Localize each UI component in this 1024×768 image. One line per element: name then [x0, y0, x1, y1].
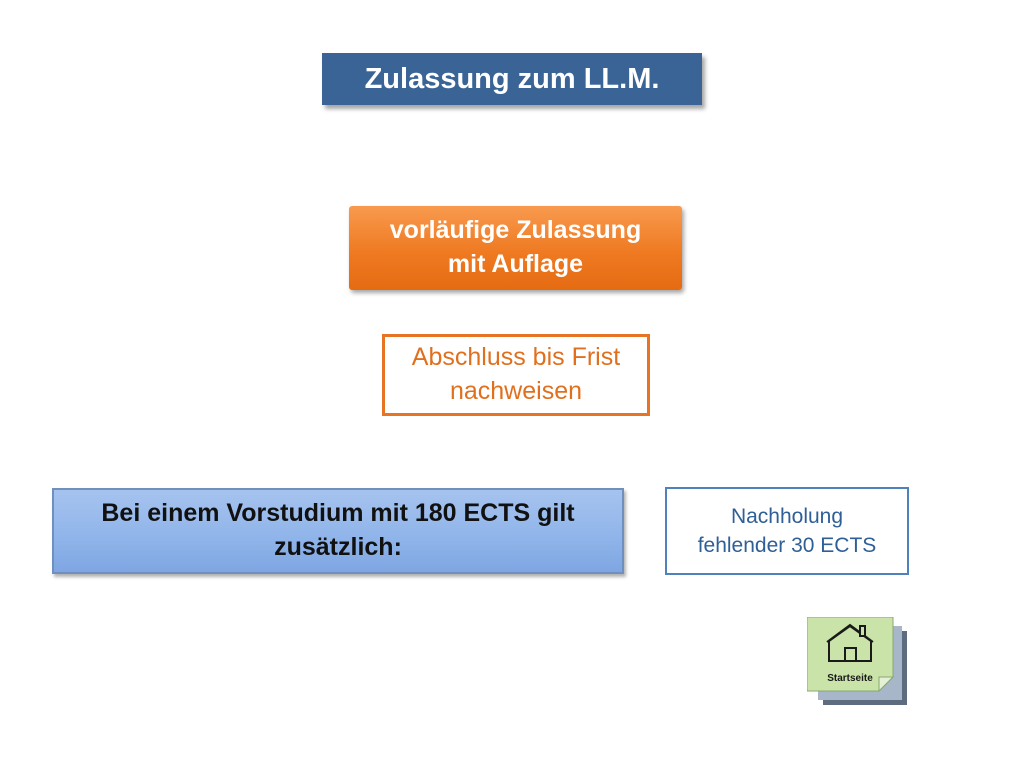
provisional-admission-text: vorläufige Zulassung mit Auflage — [390, 214, 641, 282]
deadline-proof-line-2: nachweisen — [449, 377, 582, 405]
makeup-ects-text: Nachholung fehlender 30 ECTS — [698, 502, 877, 561]
home-icon — [807, 617, 907, 705]
prestudy-condition-text: Bei einem Vorstudium mit 180 ECTS gilt z… — [101, 497, 574, 565]
home-button[interactable]: Startseite — [807, 617, 909, 707]
deadline-proof-line-1: Abschluss bis Frist — [411, 343, 621, 372]
makeup-ects-box: Nachholung fehlender 30 ECTS — [665, 487, 909, 575]
provisional-admission-line-1: vorläufige Zulassung — [389, 216, 642, 245]
deadline-proof-text: Abschluss bis Frist nachweisen — [412, 341, 620, 409]
prestudy-condition-line-1: Bei einem Vorstudium mit 180 ECTS gilt — [101, 499, 575, 528]
title-text: Zulassung zum LL.M. — [364, 62, 660, 95]
provisional-admission-line-2: mit Auflage — [447, 250, 584, 278]
provisional-admission-box: vorläufige Zulassung mit Auflage — [349, 206, 682, 290]
prestudy-condition-box: Bei einem Vorstudium mit 180 ECTS gilt z… — [52, 488, 624, 574]
makeup-ects-line-2: fehlender 30 ECTS — [697, 534, 877, 557]
prestudy-condition-line-2: zusätzlich: — [274, 533, 402, 561]
title-box: Zulassung zum LL.M. — [322, 53, 702, 105]
home-button-label: Startseite — [827, 673, 873, 684]
makeup-ects-line-1: Nachholung — [730, 504, 844, 528]
deadline-proof-box: Abschluss bis Frist nachweisen — [382, 334, 650, 416]
